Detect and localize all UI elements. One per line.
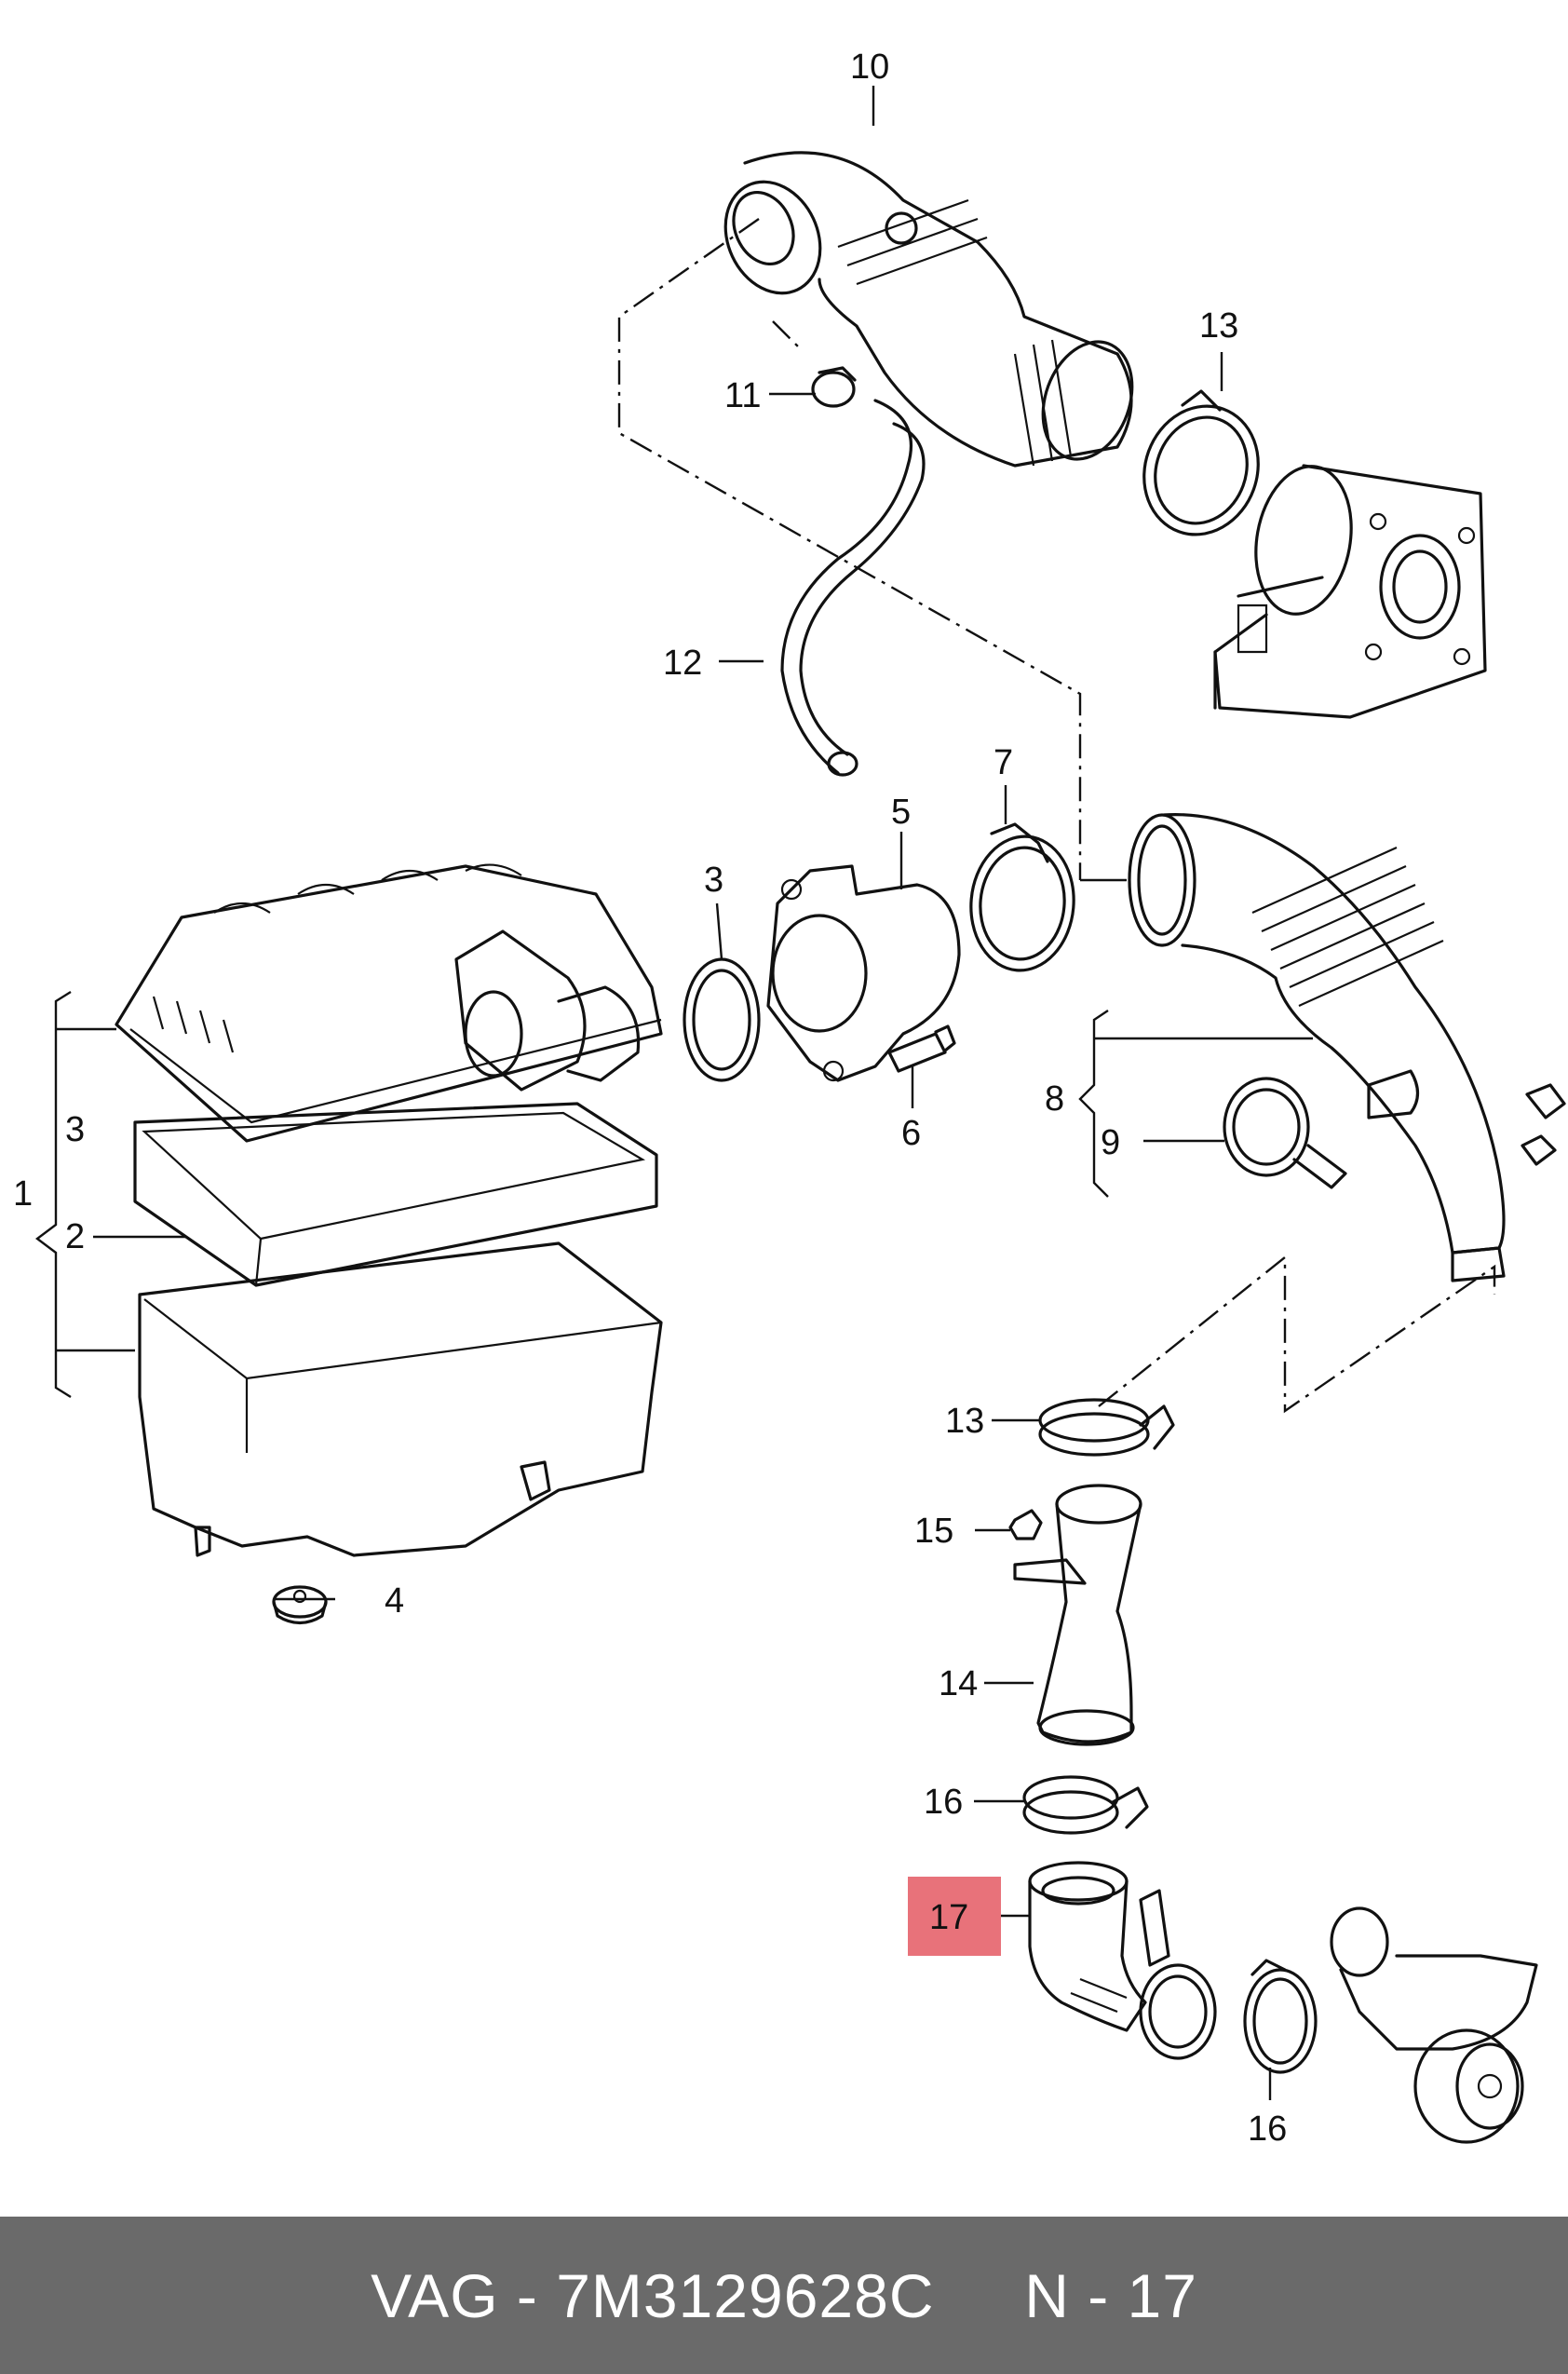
label-5: 5 xyxy=(891,793,911,832)
footer-part-number: 7M3129628C xyxy=(556,2260,935,2330)
part-13-upper-clamp xyxy=(1142,389,1260,536)
part-15-nut xyxy=(1008,1509,1043,1540)
label-4: 4 xyxy=(385,1581,404,1621)
part-11-clamp xyxy=(811,366,857,408)
footer-separator: - xyxy=(498,2260,557,2330)
part-12-hose xyxy=(780,399,926,777)
air-filter-housing xyxy=(35,863,663,1557)
part-4-drain xyxy=(272,1585,328,1625)
label-13-lower: 13 xyxy=(945,1402,984,1441)
part-16-lower-clamp xyxy=(1243,1959,1318,2074)
label-16-upper: 16 xyxy=(924,1783,963,1822)
leader-lines xyxy=(93,86,1272,2100)
label-2: 2 xyxy=(65,1217,85,1256)
label-16-lower: 16 xyxy=(1248,2109,1287,2149)
part-info-footer: VAG - 7M3129628C N - 17 xyxy=(0,2217,1568,2374)
label-3: 3 xyxy=(704,861,723,900)
label-8: 8 xyxy=(1045,1079,1064,1119)
label-9: 9 xyxy=(1101,1123,1120,1162)
label-14: 14 xyxy=(939,1664,978,1703)
footer-position-label: N - 17 xyxy=(1024,2260,1197,2330)
footer-gap xyxy=(935,2260,1025,2331)
label-10: 10 xyxy=(850,47,889,87)
part-8-hose xyxy=(1078,813,1566,1282)
part-labels: 1 2 3 3 4 5 6 7 8 9 10 11 12 13 13 14 15… xyxy=(13,47,1287,2149)
label-6: 6 xyxy=(901,1114,921,1153)
part-14-pipe xyxy=(1013,1484,1142,1746)
part-3-gasket xyxy=(683,957,761,1082)
highlight-box xyxy=(908,1877,1001,1956)
label-1: 1 xyxy=(13,1174,33,1214)
label-3-bracket: 3 xyxy=(65,1110,85,1149)
part-17-hose xyxy=(1028,1861,1217,2060)
parts-diagram: 1 2 3 3 4 5 6 7 8 9 10 11 12 13 13 14 15… xyxy=(13,47,1566,2149)
part-6-bolt xyxy=(887,1024,956,1073)
label-11: 11 xyxy=(724,376,761,415)
part-9-valve xyxy=(1223,1077,1347,1189)
part-16-upper-clamp xyxy=(1022,1775,1149,1835)
label-13-upper: 13 xyxy=(1199,306,1238,346)
label-12: 12 xyxy=(663,644,702,683)
part-13-lower-clamp xyxy=(1038,1398,1175,1457)
part-5-housing xyxy=(766,864,961,1082)
label-15: 15 xyxy=(914,1512,953,1551)
part-10-intake-hose xyxy=(723,151,1134,468)
label-17: 17 xyxy=(929,1898,968,1937)
turbocharger xyxy=(1330,1906,1538,2144)
throttle-body xyxy=(1213,464,1487,719)
footer-brand: VAG xyxy=(371,2260,499,2330)
label-7: 7 xyxy=(994,743,1013,782)
part-7-clamp xyxy=(969,822,1075,972)
